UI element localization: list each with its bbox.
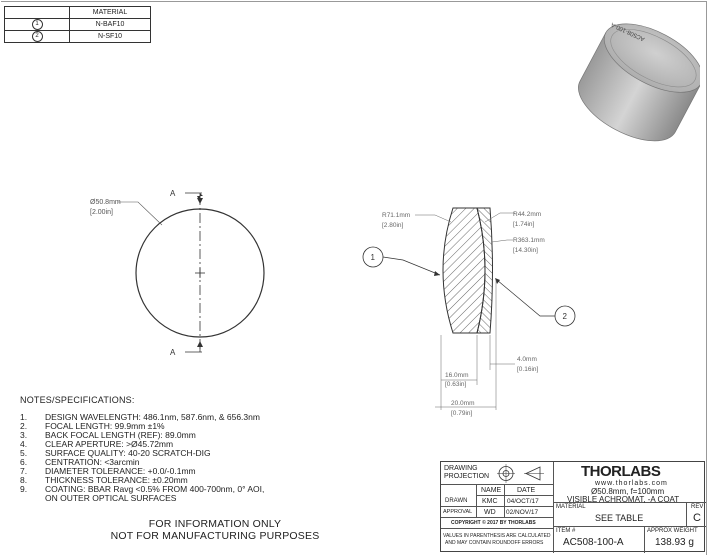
- projection-label-1: DRAWING: [444, 465, 478, 472]
- note-text: DIAMETER TOLERANCE: +0.0/-0.1mm: [45, 466, 196, 476]
- radius-2-in: [1.74in]: [513, 221, 535, 228]
- radius-2: R44.2mm: [513, 211, 541, 218]
- note-number: 5.: [20, 448, 28, 458]
- material-table-row: 1 N-BAF10: [4, 18, 151, 31]
- note-number: 8.: [20, 475, 28, 485]
- date-header: DATE: [517, 487, 536, 494]
- rev-value: C: [693, 512, 701, 524]
- total-thickness: 20.0mm: [451, 400, 474, 407]
- note-number: 2.: [20, 421, 28, 431]
- weight-value: 138.93 g: [655, 537, 694, 548]
- note-item: 7. DIAMETER TOLERANCE: +0.0/-0.1mm: [20, 467, 196, 476]
- radius-3-in: [14.30in]: [513, 247, 538, 254]
- note-text: DESIGN WAVELENGTH: 486.1nm, 587.6nm, & 6…: [45, 412, 260, 422]
- note-item: 2. FOCAL LENGTH: 99.9mm ±1%: [20, 422, 165, 431]
- note-number: 7.: [20, 466, 28, 476]
- note-number: 1.: [20, 412, 28, 422]
- material-balloon: 2: [31, 31, 43, 42]
- radius-3: R363.1mm: [513, 237, 545, 244]
- material-value: SEE TABLE: [595, 513, 644, 523]
- note-item: 3. BACK FOCAL LENGTH (REF): 89.0mm: [20, 431, 196, 440]
- section-view: R71.1mm [2.80in] R44.2mm [1.74in] R363.1…: [362, 207, 576, 417]
- section-label-bottom: A: [170, 348, 176, 357]
- total-thickness-in: [0.79in]: [451, 410, 473, 417]
- note-item: 1. DESIGN WAVELENGTH: 486.1nm, 587.6nm, &…: [20, 413, 260, 422]
- rev-label: REV: [691, 504, 704, 510]
- material-num-cell: 1: [4, 18, 70, 31]
- note-item: 5. SURFACE QUALITY: 40-20 SCRATCH-DIG: [20, 449, 211, 458]
- note-item: ON OUTER OPTICAL SURFACES: [20, 494, 176, 503]
- third-angle-projection-icon: [497, 464, 544, 483]
- projection-label-2: PROJECTION: [444, 473, 490, 480]
- note-text: BACK FOCAL LENGTH (REF): 89.0mm: [45, 430, 196, 440]
- diameter-dim-in: [2.00in]: [90, 209, 113, 216]
- note-number: 6.: [20, 457, 28, 467]
- material-table-corner: [4, 6, 70, 19]
- note-text: CLEAR APERTURE: >Ø45.72mm: [45, 439, 174, 449]
- balloon-2-label: 2: [563, 312, 568, 321]
- drawn-name: KMC: [482, 498, 498, 505]
- balloon-1-label: 1: [371, 253, 376, 262]
- approval-label: APPROVAL: [443, 509, 473, 515]
- edge-thickness-in: [0.16in]: [517, 366, 539, 373]
- radius-1-in: [2.80in]: [382, 222, 404, 229]
- material-table-row: 2 N-SF10: [4, 30, 151, 43]
- note-text: SURFACE QUALITY: 40-20 SCRATCH-DIG: [45, 448, 211, 458]
- website: www.thorlabs.com: [595, 480, 668, 487]
- copyright: COPYRIGHT © 2017 BY THORLABS: [451, 520, 536, 526]
- note-text: FOCAL LENGTH: 99.9mm ±1%: [45, 421, 165, 431]
- center-thickness: 16.0mm: [445, 372, 468, 379]
- material-balloon: 1: [31, 19, 43, 30]
- note-item: 9. COATING: BBAR Ravg <0.5% FROM 400-700n…: [20, 485, 264, 494]
- lens-element-2: [476, 207, 493, 334]
- lens-element-1: [442, 207, 486, 334]
- material-table-header-row: MATERIAL: [4, 6, 151, 19]
- note-text: COATING: BBAR Ravg <0.5% FROM 400-700nm,…: [45, 484, 265, 494]
- drawn-date: 04/OCT/17: [507, 498, 539, 505]
- not-for-manufacturing-notice: NOT FOR MANUFACTURING PURPOSES: [110, 530, 320, 542]
- note-number: 9.: [20, 484, 28, 494]
- note-item: 4. CLEAR APERTURE: >Ø45.72mm: [20, 440, 173, 449]
- approval-date: 02/NOV/17: [506, 509, 539, 516]
- item-label: ITEM #: [556, 528, 576, 534]
- note-item: 8. THICKNESS TOLERANCE: ±0.20mm: [20, 476, 188, 485]
- weight-label: APPROX WEIGHT: [647, 528, 698, 534]
- note-text: ON OUTER OPTICAL SURFACES: [45, 493, 177, 503]
- material-table: MATERIAL 1 N-BAF10 2 N-SF10: [4, 6, 151, 43]
- name-header: NAME: [481, 487, 502, 494]
- note-text: THICKNESS TOLERANCE: ±0.20mm: [45, 475, 188, 485]
- notes-title: NOTES/SPECIFICATIONS:: [20, 395, 135, 405]
- disclaimer-1: VALUES IN PARENTHESIS ARE CALCULATED: [443, 533, 551, 539]
- note-number: 4.: [20, 439, 28, 449]
- center-thickness-in: [0.63in]: [445, 381, 467, 388]
- radius-1: R71.1mm: [382, 212, 410, 219]
- approval-name: WD: [484, 509, 496, 516]
- info-only-notice: FOR INFORMATION ONLY: [148, 518, 282, 530]
- description-2: VISIBLE ACHROMAT, -A COAT: [567, 495, 680, 504]
- title-block: DRAWING PROJECTION NAME DATE DRAWN KMC 0…: [440, 461, 706, 553]
- drawn-label: DRAWN: [445, 498, 468, 504]
- thorlabs-logo: THORLABS: [581, 463, 661, 480]
- material-num-cell: 2: [4, 30, 70, 43]
- edge-thickness: 4.0mm: [517, 356, 537, 363]
- note-text: CENTRATION: <3arcmin: [45, 457, 140, 467]
- note-item: 6. CENTRATION: <3arcmin: [20, 458, 140, 467]
- diameter-dim: Ø50.8mm: [90, 199, 121, 206]
- note-number: 3.: [20, 430, 28, 440]
- lens-3d-render: AC508-100-A: [578, 21, 700, 142]
- material-table-header: MATERIAL: [69, 6, 151, 19]
- front-view: A A Ø50.8mm [2.00in]: [90, 189, 265, 357]
- material-label: MATERIAL: [556, 504, 586, 510]
- item-value: AC508-100-A: [563, 537, 624, 548]
- material-value: N-BAF10: [69, 18, 151, 31]
- material-value: N-SF10: [69, 30, 151, 43]
- description-1: Ø50.8mm, f=100mm: [591, 487, 665, 496]
- section-label-top: A: [170, 189, 176, 198]
- disclaimer-2: AND MAY CONTAIN ROUNDOFF ERRORS: [445, 540, 544, 546]
